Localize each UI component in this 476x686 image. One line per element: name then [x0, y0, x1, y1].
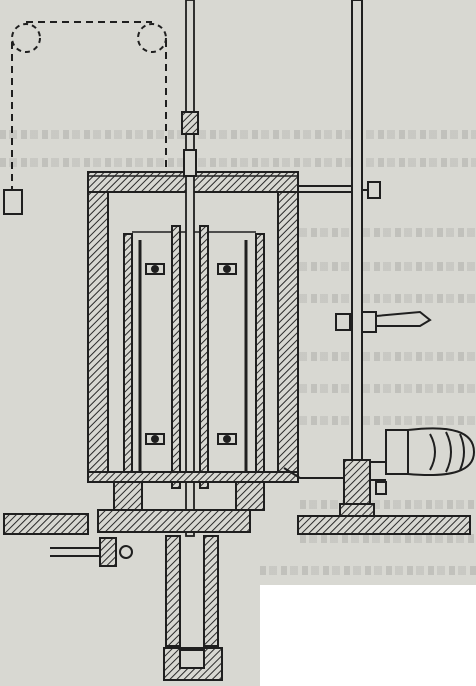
- left-outer-wall: [87, 191, 109, 481]
- inner-left-wall: [123, 233, 133, 481]
- rod-collar: [183, 149, 197, 177]
- paper-bleed-text: [290, 416, 476, 425]
- paper-bleed-text: [0, 158, 476, 167]
- drive-unit: [370, 427, 476, 495]
- pulley-cord: [11, 21, 167, 190]
- paper-bleed-text: [290, 352, 476, 361]
- right-outer-wall: [277, 191, 299, 481]
- blank-corner: [260, 585, 476, 686]
- bench-centre: [97, 509, 251, 533]
- paper-bleed-text: [290, 228, 476, 237]
- base-ring-right: [235, 481, 265, 511]
- paper-bleed-text: [290, 262, 476, 271]
- side-valve: [50, 537, 133, 567]
- lower-arm: [283, 467, 344, 479]
- bench-left: [3, 513, 89, 535]
- stand-rod: [351, 0, 363, 461]
- paper-bleed-text: [0, 130, 476, 139]
- upper-arm: [298, 181, 381, 199]
- central-tube-left: [171, 225, 181, 489]
- lower-cylinder-left: [165, 535, 181, 647]
- stand-clamp-block: [343, 459, 371, 505]
- right-pulley: [137, 23, 167, 53]
- upper-clamps: [145, 263, 237, 275]
- lower-cylinder-right: [203, 535, 219, 647]
- rod-coupling: [181, 111, 199, 135]
- paper-bleed-text: [300, 534, 476, 543]
- central-tube-right: [199, 225, 209, 489]
- bench-right: [297, 515, 471, 535]
- paper-bleed-text: [260, 566, 476, 575]
- paper-bleed-text: [290, 294, 476, 303]
- left-pulley: [11, 23, 41, 53]
- paper-bleed-text: [300, 500, 476, 509]
- middle-clamp-handle: [335, 310, 432, 333]
- plunger-rod: [185, 0, 195, 537]
- stand-foot: [339, 503, 375, 517]
- hanging-weight: [3, 189, 23, 215]
- vessel-bottom: [87, 471, 299, 483]
- inner-right-wall: [255, 233, 265, 481]
- base-ring-left: [113, 481, 143, 511]
- lower-clamps: [145, 433, 237, 445]
- paper-bleed-text: [290, 384, 476, 393]
